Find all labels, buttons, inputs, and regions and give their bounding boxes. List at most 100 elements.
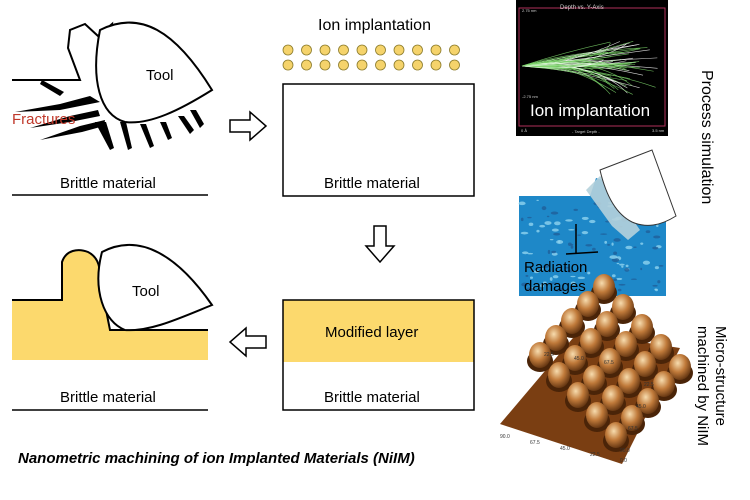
damage-speckle [592, 247, 596, 251]
damage-speckle [550, 282, 558, 284]
ion-dot [301, 44, 312, 56]
modified-box [282, 299, 475, 411]
damage-speckle [567, 269, 572, 273]
damage-speckle [568, 229, 575, 231]
surface-bump [653, 371, 675, 397]
damage-speckle [560, 287, 564, 292]
damage-speckle [542, 281, 547, 284]
damage-speckle [618, 263, 625, 266]
surface-bump [631, 314, 653, 340]
surface-bump [596, 311, 618, 337]
ion-dot [338, 44, 349, 56]
damage-speckle [613, 278, 617, 282]
tool-shape [95, 21, 214, 124]
damage-speckle [547, 249, 551, 255]
damage-caption-1: Radiation [524, 259, 587, 276]
ion-dot [412, 44, 423, 56]
ion-trace [521, 65, 612, 77]
damage-speckle [613, 238, 621, 242]
damage-speckle [616, 262, 620, 265]
damage-speckle [625, 245, 633, 250]
surface-bump [599, 348, 621, 374]
damage-speckle [611, 274, 616, 278]
arrow-left-icon [228, 326, 267, 358]
damage-speckle [654, 266, 659, 270]
damage-speckle [655, 288, 659, 292]
ion-dot [449, 44, 460, 56]
damage-speckle [552, 275, 559, 279]
damage-speckle [570, 275, 576, 278]
damage-speckle [624, 267, 630, 272]
damage-speckle [587, 271, 591, 275]
surface-bump [615, 331, 637, 357]
surface-bump [593, 274, 615, 300]
surface-bump [577, 291, 599, 317]
damage-speckle [555, 289, 561, 292]
surface-bump [545, 325, 567, 351]
damage-speckle [652, 246, 659, 250]
surface-bump [605, 422, 627, 448]
damage-speckle [607, 243, 611, 246]
fractures-label: Fractures [12, 111, 75, 128]
damage-panel: Radiation damages [518, 149, 677, 296]
ion-dots [282, 44, 460, 71]
surface-bump [612, 294, 634, 320]
damage-speckle [618, 283, 626, 286]
damage-speckle [554, 221, 561, 226]
damage-speckle [527, 216, 532, 219]
damage-speckle [541, 268, 544, 270]
modified-layer-panel: Modified layer Brittle material [282, 299, 475, 411]
ion-dot [319, 59, 331, 71]
sim-x-center: - Target Depth - [572, 129, 600, 134]
damage-speckle [541, 206, 547, 211]
surface-bump [529, 342, 551, 368]
damage-speckle [540, 284, 544, 288]
damage-speckle [585, 244, 593, 247]
surface-tick-top: 67.5 [604, 360, 614, 366]
implantation-panel: Ion implantation Brittle material [282, 17, 475, 197]
machining-panel: Tool Brittle material [12, 243, 214, 411]
damage-speckle [521, 251, 529, 255]
ion-dot [356, 59, 368, 71]
surface-bump [567, 382, 589, 408]
surface-bumps [527, 274, 693, 452]
damage-speckle [543, 264, 549, 269]
damage-speckle [642, 260, 651, 265]
damage-speckle [589, 219, 596, 224]
surface-tick-right: 90.0 [620, 448, 630, 454]
damage-speckle [600, 233, 608, 235]
brittle-material-label-3: Brittle material [324, 389, 420, 406]
sim-header: Depth vs. Y-Axis [560, 5, 604, 11]
damage-speckle [633, 246, 637, 249]
sim-tool [599, 149, 677, 226]
surface-bump [564, 345, 586, 371]
surface-bump [561, 308, 583, 334]
damage-speckle [556, 240, 564, 244]
damage-speckle [527, 287, 534, 292]
damage-speckle [617, 288, 622, 292]
damage-speckle [658, 264, 664, 267]
surface-tick-top: 45.0 [574, 356, 584, 362]
ion-dot [356, 44, 368, 56]
damage-speckle [581, 216, 589, 220]
ion-trace [521, 65, 633, 95]
damage-speckle [630, 278, 638, 280]
surface-tick-left: 90.0 [500, 434, 510, 440]
simulation-plot: Depth vs. Y-Axis 2.75 nm -2.75 nm 0 Å - … [516, 0, 668, 136]
ion-dot [375, 44, 386, 56]
damage-speckle [640, 267, 643, 271]
surface-tick-left: 67.5 [530, 440, 540, 446]
tool-label: Tool [146, 67, 174, 84]
damage-speckle [530, 276, 534, 279]
damage-speckle [564, 266, 569, 269]
damage-speckle [616, 277, 623, 281]
tool-shape-2 [97, 243, 214, 332]
damage-speckle [549, 283, 554, 285]
damage-speckle [613, 251, 618, 256]
damage-speckle [536, 199, 539, 202]
damage-speckle [656, 224, 659, 227]
ion-dot [430, 44, 442, 56]
brittle-material-label-1: Brittle material [60, 175, 156, 192]
ion-trace [521, 49, 650, 67]
